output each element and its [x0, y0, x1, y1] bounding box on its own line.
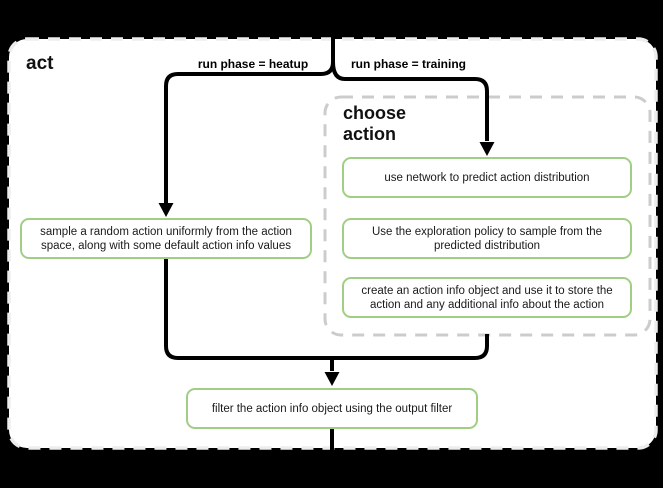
node-exploration-policy-sample: Use the exploration policy to sample fro… — [342, 218, 632, 259]
training-branch-connector — [331, 61, 489, 141]
act-title: act — [26, 53, 54, 74]
heatup-branch-label: run phase = heatup — [197, 57, 309, 71]
node-filter-action-info: filter the action info object using the … — [186, 388, 478, 429]
heatup-arrowhead-icon — [158, 203, 174, 217]
training-branch-label: run phase = training — [350, 57, 467, 71]
merge-left-connector — [164, 258, 332, 360]
choose-action-title: choose action — [343, 103, 407, 144]
training-arrowhead-icon — [479, 142, 495, 156]
node-create-action-info-object: create an action info object and use it … — [342, 277, 632, 318]
node-predict-action-distribution: use network to predict action distributi… — [342, 157, 632, 198]
filter-arrowhead-icon — [324, 372, 340, 386]
node-sample-random-action: sample a random action uniformly from th… — [20, 218, 312, 259]
merge-right-connector — [332, 334, 489, 360]
